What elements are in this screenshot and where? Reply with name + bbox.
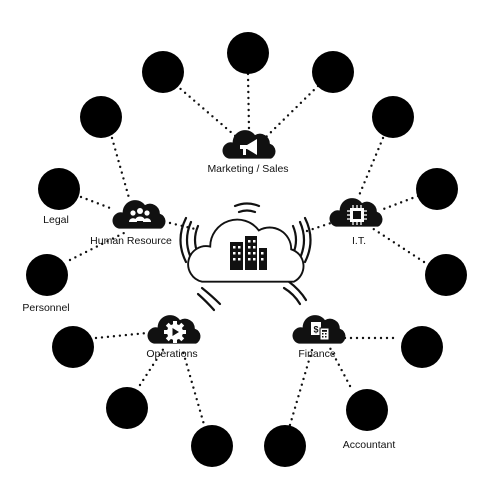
connectors — [68, 72, 426, 430]
department-label-hr: Human Resource — [90, 235, 172, 247]
person-icon — [52, 326, 94, 368]
cpu-chip-icon — [347, 205, 367, 225]
svg-text:$: $ — [313, 325, 318, 335]
person-icon — [227, 32, 269, 74]
person-icon — [372, 96, 414, 138]
person-icon — [142, 51, 184, 93]
people-group-icon — [129, 208, 151, 222]
person-label-personnel: Personnel — [22, 302, 70, 314]
person-icon-accountant — [346, 389, 388, 431]
person-icon — [425, 254, 467, 296]
person-icon — [312, 51, 354, 93]
person-icon — [264, 425, 306, 467]
person-icon — [401, 326, 443, 368]
megaphone-icon — [240, 139, 257, 155]
department-label-it: I.T. — [351, 235, 367, 247]
department-cloud-hr — [112, 200, 166, 229]
person-icon — [191, 425, 233, 467]
person-icon-legal — [38, 168, 80, 210]
department-label-marketing: Marketing / Sales — [207, 163, 289, 175]
person-label-accountant: Accountant — [342, 439, 396, 451]
department-label-finance: Finance — [298, 348, 336, 360]
office-building-icon — [230, 236, 267, 270]
person-icon — [106, 387, 148, 429]
gear-play-icon — [164, 321, 186, 343]
person-icon-personnel — [26, 254, 68, 296]
person-icon — [80, 96, 122, 138]
calculator-icon: $ — [311, 322, 330, 341]
department-label-operations: Operations — [146, 348, 198, 360]
person-icon — [416, 168, 458, 210]
person-label-legal: Legal — [43, 214, 69, 226]
